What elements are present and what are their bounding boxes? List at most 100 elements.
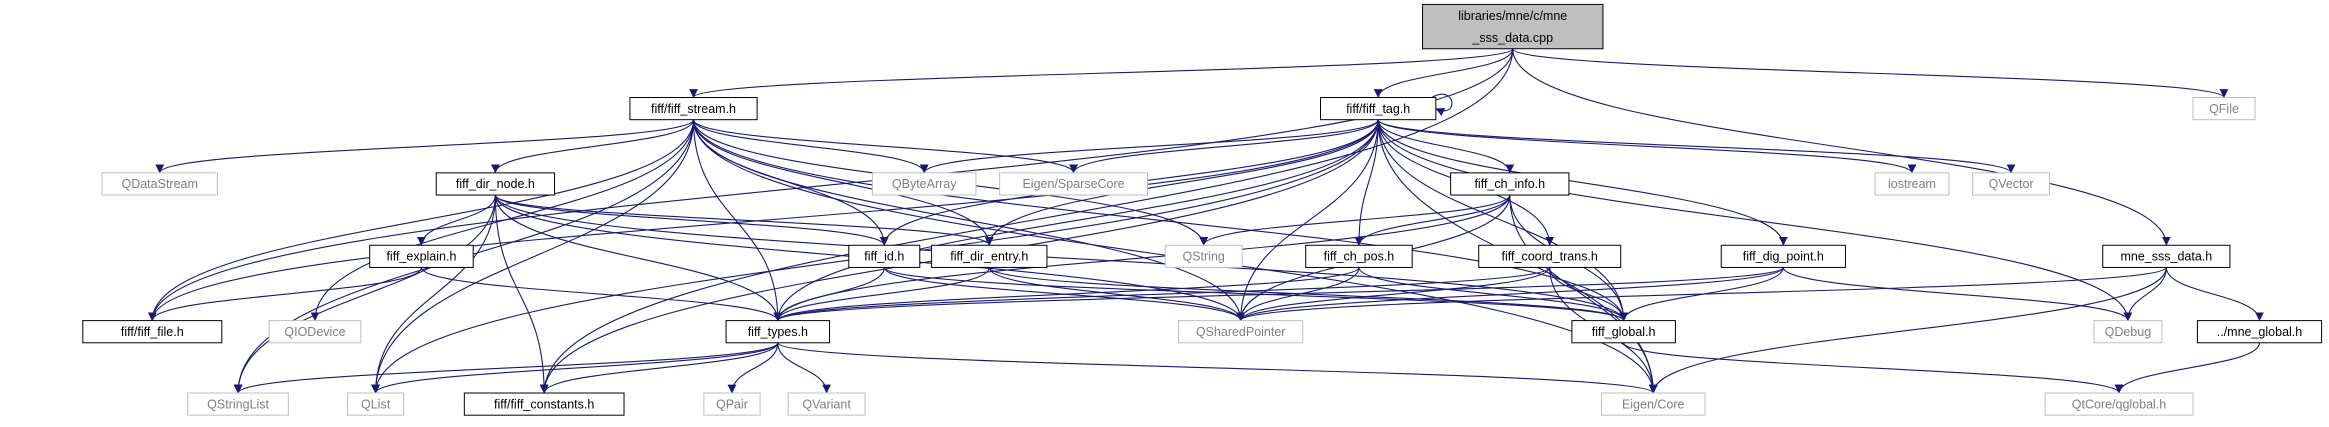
node-box-qstring xyxy=(1164,244,1243,268)
edge-src-to-mne_sss_data_h xyxy=(1512,48,2171,246)
node-fiff_file[interactable]: fiff/fiff_file.h xyxy=(82,320,223,344)
edge-fiff_tag-to-qsharedpointer xyxy=(1236,119,1379,322)
node-fiff_coord_trans[interactable]: fiff_coord_trans.h xyxy=(1478,244,1622,268)
edge-fiff_tag-to-qvector xyxy=(1377,119,2016,174)
node-mne_sss_data_h[interactable]: mne_sss_data.h xyxy=(2102,244,2231,268)
node-eigen_sparse[interactable]: Eigen/SparseCore xyxy=(999,172,1148,196)
edge-fiff_dir_entry-to-fiff_types xyxy=(773,267,990,322)
edge-fiff_ch_info-to-qstring xyxy=(1199,194,1511,246)
node-fiff_tag[interactable]: fiff/fiff_tag.h xyxy=(1320,97,1437,121)
node-fiff_ch_info[interactable]: fiff_ch_info.h xyxy=(1450,172,1570,196)
node-fiff_dig_point[interactable]: fiff_dig_point.h xyxy=(1720,244,1846,268)
node-label-qfile: QFile xyxy=(2209,102,2239,116)
edge-fiff_explain-to-fiff_types xyxy=(420,267,783,322)
edge-fiff_tag-to-fiff_dig_point xyxy=(1377,119,1788,246)
node-fiff_global[interactable]: fiff_global.h xyxy=(1571,320,1676,344)
node-fiff_dir_node[interactable]: fiff_dir_node.h xyxy=(435,172,556,196)
node-label-fiff_dig_point: fiff_dig_point.h xyxy=(1743,250,1824,264)
node-box-mne_sss_data_h xyxy=(2102,244,2231,268)
node-box-fiff_id xyxy=(848,244,921,268)
edge-fiff_tag-to-qbytearray xyxy=(919,119,1379,174)
node-box-fiff_coord_trans xyxy=(1478,244,1622,268)
node-box-eigen_core xyxy=(1600,392,1706,416)
edge-fiff_dir_node-to-fiff_dir_entry xyxy=(494,194,994,246)
node-qiodevice[interactable]: QIODevice xyxy=(268,320,362,344)
node-label-fiff_file: fiff/fiff_file.h xyxy=(121,325,184,339)
edge-fiff_dig_point-to-qdebug xyxy=(1782,267,2133,322)
node-fiff_dir_entry[interactable]: fiff_dir_entry.h xyxy=(931,244,1048,268)
edge-fiff_tag-to-fiff_file xyxy=(148,119,1379,322)
node-qglobal[interactable]: QtCore/qglobal.h xyxy=(2044,392,2194,416)
node-label-fiff_stream: fiff/fiff_stream.h xyxy=(651,102,736,116)
edge-src-to-fiff_constants xyxy=(539,48,1514,394)
node-label-fiff_dir_entry: fiff_dir_entry.h xyxy=(950,250,1028,264)
edge-fiff_tag-to-iostream xyxy=(1377,119,1917,174)
node-qdebug[interactable]: QDebug xyxy=(2093,320,2163,344)
edge-fiff_dig_point-to-fiff_types xyxy=(773,266,1784,322)
edge-mne_sss_data_h-to-mne_global xyxy=(2165,267,2264,322)
node-mne_global[interactable]: ../mne_global.h xyxy=(2196,320,2323,344)
edge-fiff_tag-to-fiff_ch_pos xyxy=(1354,119,1379,246)
node-qvariant[interactable]: QVariant xyxy=(787,392,866,416)
node-label-fiff_dir_node: fiff_dir_node.h xyxy=(456,177,535,191)
node-fiff_constants[interactable]: fiff/fiff_constants.h xyxy=(463,392,625,416)
node-label-qlist: QList xyxy=(361,397,391,411)
node-qsharedpointer[interactable]: QSharedPointer xyxy=(1178,320,1304,344)
node-box-qstringlist xyxy=(187,392,289,416)
node-fiff_id[interactable]: fiff_id.h xyxy=(848,244,921,268)
node-label-fiff_coord_trans: fiff_coord_trans.h xyxy=(1502,250,1598,264)
node-box-fiff_global xyxy=(1571,320,1676,344)
node-qstring[interactable]: QString xyxy=(1164,244,1243,268)
edge-fiff_dir_node-to-fiff_global xyxy=(494,194,1628,322)
edge-fiff_dir_node-to-fiff_id xyxy=(494,194,889,246)
node-box-qdebug xyxy=(2093,320,2163,344)
node-iostream[interactable]: iostream xyxy=(1874,172,1950,196)
node-fiff_stream[interactable]: fiff/fiff_stream.h xyxy=(629,97,758,121)
node-box-qvariant xyxy=(787,392,866,416)
node-qdatastream[interactable]: QDataStream xyxy=(101,172,218,196)
node-eigen_core[interactable]: Eigen/Core xyxy=(1600,392,1706,416)
node-qlist[interactable]: QList xyxy=(347,392,405,416)
edge-fiff_dir_entry-to-fiff_global xyxy=(988,266,1628,322)
edge-fiff_ch_info-to-fiff_ch_pos xyxy=(1354,194,1511,246)
edge-fiff_ch_pos-to-fiff_global xyxy=(1358,267,1628,322)
node-fiff_explain[interactable]: fiff_explain.h xyxy=(369,244,474,268)
node-qfile[interactable]: QFile xyxy=(2192,97,2256,121)
node-qpair[interactable]: QPair xyxy=(703,392,761,416)
edge-fiff_dir_entry-to-qsharedpointer xyxy=(988,267,1245,322)
edge-fiff_dir_node-to-fiff_types xyxy=(494,195,783,322)
edge-fiff_tag-to-eigen_sparse xyxy=(1069,119,1379,174)
edge-fiff_coord_trans-to-qsharedpointer xyxy=(1236,267,1551,322)
node-label-qdatastream: QDataStream xyxy=(121,177,197,191)
edge-src-to-qfile xyxy=(1512,48,2229,98)
edge-mne_global-to-qglobal xyxy=(2114,342,2261,394)
node-box-qlist xyxy=(347,392,405,416)
node-label-qstring: QString xyxy=(1182,250,1224,264)
node-qvector[interactable]: QVector xyxy=(1972,172,2051,196)
node-box-qvector xyxy=(1972,172,2051,196)
node-fiff_types[interactable]: fiff_types.h xyxy=(725,320,831,344)
node-box-qfile xyxy=(2192,97,2256,121)
node-label-qsharedpointer: QSharedPointer xyxy=(1196,325,1286,339)
node-box-iostream xyxy=(1874,172,1950,196)
edge-fiff_dir_node-to-fiff_explain xyxy=(417,194,496,246)
node-box-qsharedpointer xyxy=(1178,320,1304,344)
node-qbytearray[interactable]: QByteArray xyxy=(871,172,977,196)
node-box-fiff_dig_point xyxy=(1720,244,1846,268)
node-label-fiff_types: fiff_types.h xyxy=(748,325,808,339)
edge-fiff_ch_pos-to-fiff_types xyxy=(773,266,1360,322)
edge-fiff_stream-to-fiff_file xyxy=(147,119,695,322)
node-qstringlist[interactable]: QStringList xyxy=(187,392,289,416)
node-box-qbytearray xyxy=(871,172,977,196)
edge-src-to-fiff_tag xyxy=(1373,48,1514,98)
edge-fiff_tag-to-fiff_global xyxy=(1377,119,1629,322)
node-label-eigen_core: Eigen/Core xyxy=(1622,397,1685,411)
edge-fiff_types-to-qstringlist xyxy=(233,342,779,394)
node-box-qglobal xyxy=(2044,392,2194,416)
edge-fiff_stream-to-qbytearray xyxy=(692,119,929,174)
edge-fiff_tag-to-qdebug xyxy=(1377,119,2133,322)
edge-mne_sss_data_h-to-eigen_core xyxy=(1648,267,2167,394)
node-label-qiodevice: QIODevice xyxy=(284,325,345,339)
node-fiff_ch_pos[interactable]: fiff_ch_pos.h xyxy=(1305,244,1413,268)
node-label-fiff_explain: fiff_explain.h xyxy=(386,250,456,264)
